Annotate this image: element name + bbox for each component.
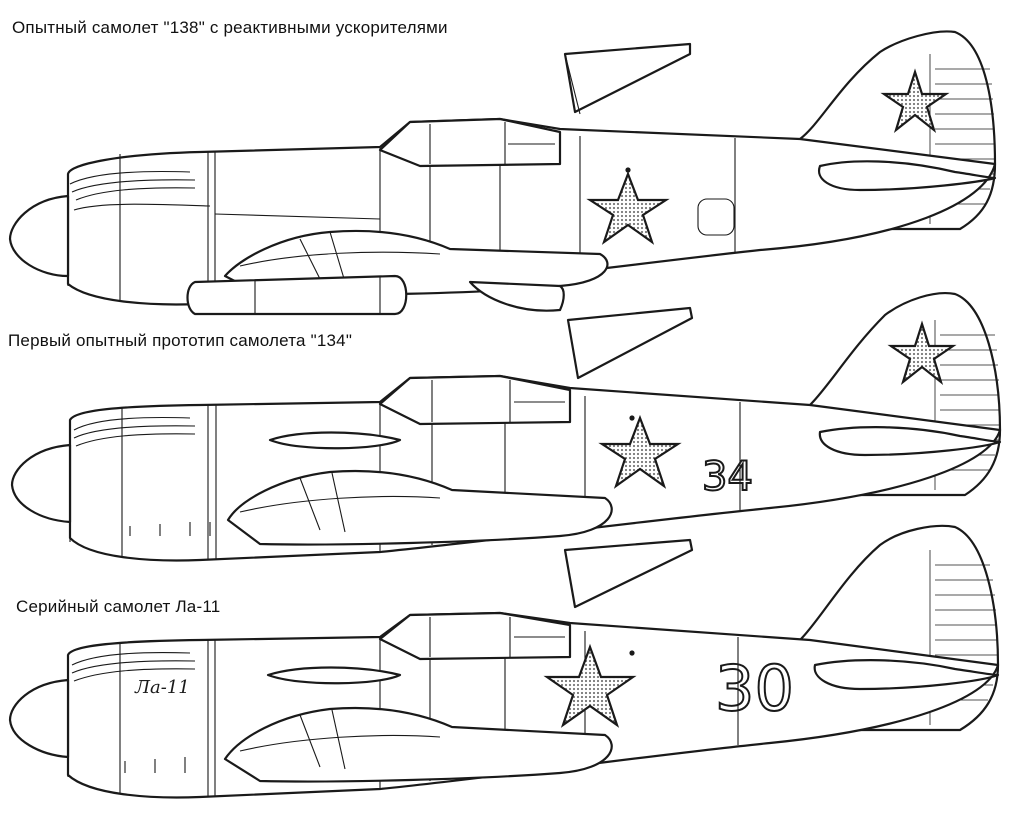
aircraft-138-drawing <box>8 30 997 316</box>
aircraft-la11-drawing: 30 Ла-11 <box>8 524 1000 799</box>
horizontal-stabilizer <box>813 659 1000 691</box>
canopy-frame-mast <box>563 42 692 114</box>
horizontal-stabilizer <box>818 426 1002 457</box>
caption-top: Опытный самолет "138" с реактивными уско… <box>12 18 448 37</box>
jet-booster-pod <box>186 274 408 316</box>
red-star-fin <box>880 68 950 134</box>
canopy-frame-mast <box>566 306 694 380</box>
canopy-frame-mast <box>563 538 694 609</box>
aircraft-134-drawing: 34 <box>10 292 1002 562</box>
red-star-fuselage <box>598 414 682 489</box>
canopy <box>378 611 572 661</box>
oil-cooler-fairing <box>266 666 402 685</box>
tactical-number-34: 34 <box>702 454 753 500</box>
canopy <box>378 117 562 168</box>
wing-root-fairing <box>226 469 613 546</box>
fuselage-hatch <box>697 198 735 236</box>
red-star-fuselage <box>586 170 670 245</box>
horizontal-stabilizer <box>817 160 997 192</box>
propeller-spinner <box>8 678 70 759</box>
landing-gear-door <box>468 280 565 312</box>
oil-cooler-fairing <box>268 431 402 450</box>
cowl-label-la11: Ла-11 <box>134 677 190 698</box>
red-star-fuselage <box>543 643 637 728</box>
canopy <box>378 374 572 426</box>
propeller-spinner <box>10 443 72 524</box>
propeller-spinner <box>8 194 70 278</box>
wing-root-fairing <box>223 706 613 783</box>
caption-bottom: Серийный самолет Ла-11 <box>16 597 221 616</box>
tactical-number-30: 30 <box>715 652 794 725</box>
red-star-fin <box>887 320 957 386</box>
caption-middle: Первый опытный прототип самолета "134" <box>8 331 353 350</box>
